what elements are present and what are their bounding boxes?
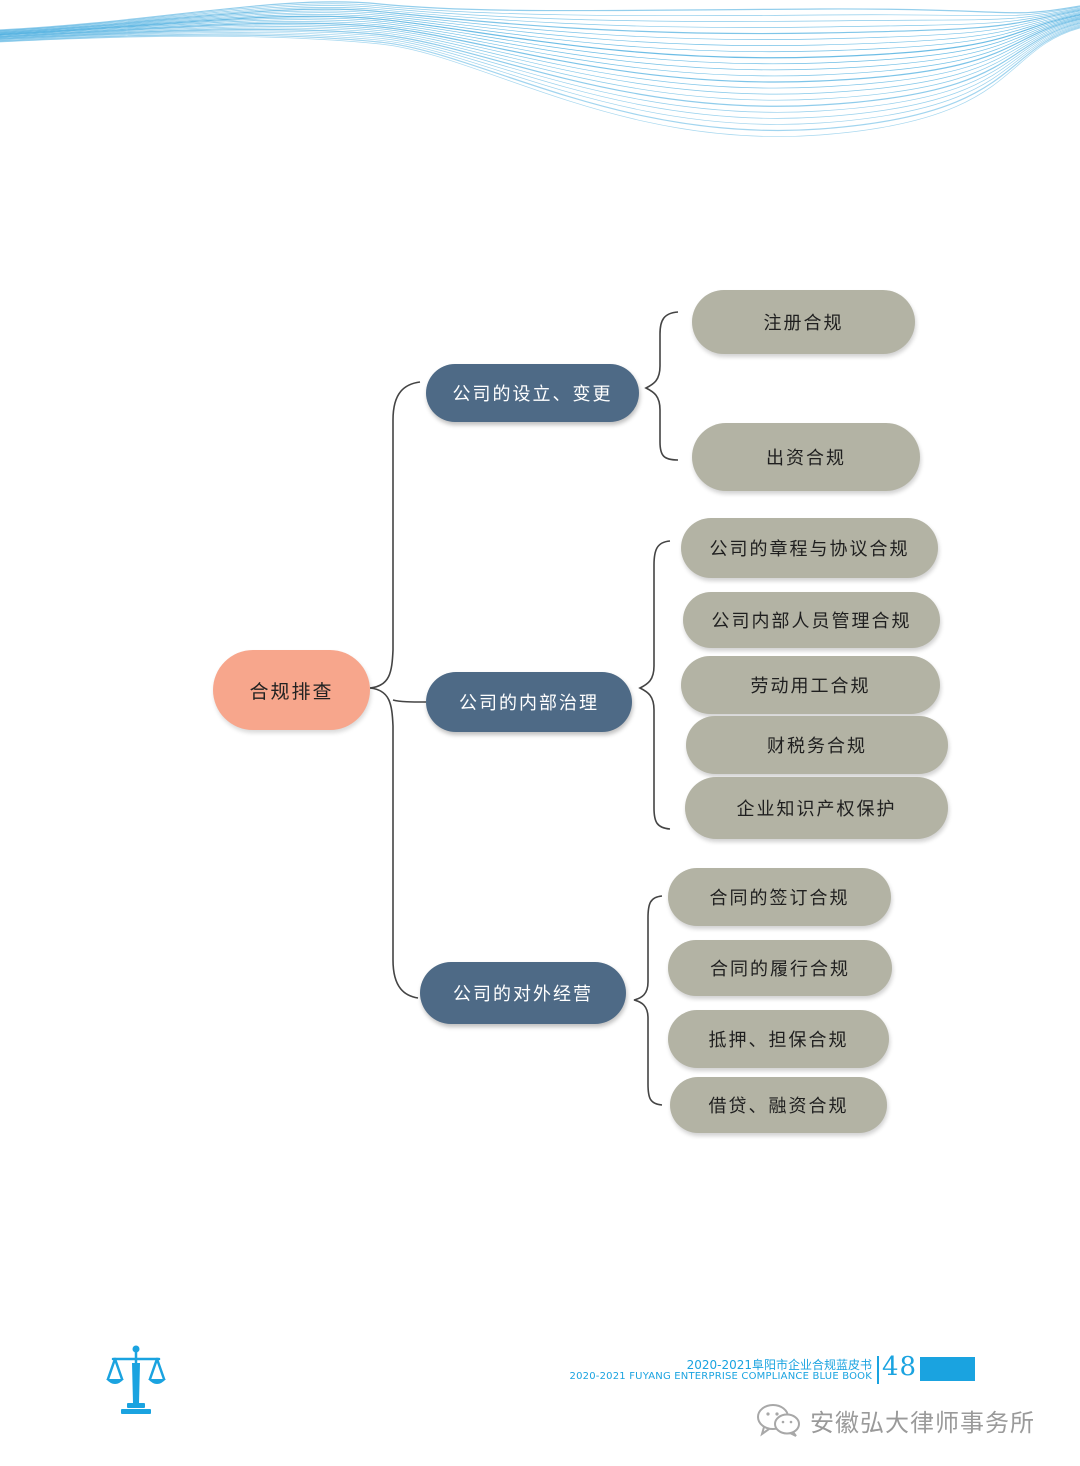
- root-brace: [369, 381, 421, 689]
- wechat-icon: [757, 1404, 800, 1437]
- leaf-node-capital-contribution: 出资合规: [692, 423, 920, 491]
- wave-line: [0, 20, 1080, 95]
- wave-line: [0, 21, 1080, 101]
- branch-node-label: 公司的内部治理: [459, 693, 599, 714]
- leaf-node-label: 企业知识产权保护: [736, 799, 897, 820]
- footer-divider: [877, 1356, 879, 1384]
- wave-line: [0, 27, 1080, 137]
- wave-line: [0, 8, 1080, 35]
- leaf-node-label: 抵押、担保合规: [708, 1030, 849, 1051]
- root-brace-middle: [392, 699, 427, 703]
- leaf-node-label: 出资合规: [766, 448, 846, 469]
- branch-3-brace: [633, 895, 663, 1106]
- leaf-node-label: 借贷、融资合规: [708, 1096, 849, 1117]
- footer-accent-bar: [920, 1357, 975, 1381]
- leaf-node-articles-agreements: 公司的章程与协议合规: [681, 518, 938, 578]
- wave-line: [0, 5, 1080, 32]
- wave-line: [0, 15, 1080, 65]
- wave-line: [0, 17, 1080, 77]
- wave-line: [0, 10, 1080, 40]
- wave-line: [0, 1, 1080, 31]
- wave-line: [0, 13, 1080, 59]
- leaf-node-label: 财税务合规: [767, 736, 867, 757]
- wave-line: [0, 3, 1080, 31]
- leaf-node-label: 劳动用工合规: [750, 676, 871, 697]
- watermark: 安徽弘大律师事务所: [756, 1400, 1035, 1440]
- branch-1-brace: [644, 311, 679, 461]
- wave-line: [0, 12, 1080, 53]
- leaf-node-personnel-management: 公司内部人员管理合规: [683, 592, 940, 648]
- wave-line: [0, 6, 1080, 33]
- leaf-node-label: 合同的履行合规: [710, 959, 850, 980]
- wave-line: [0, 26, 1080, 132]
- leaf-node-label: 注册合规: [763, 313, 844, 334]
- root-node: 合规排查: [213, 650, 370, 730]
- leaf-node-contract-signing: 合同的签订合规: [668, 868, 891, 926]
- branch-node-external-operation: 公司的对外经营: [420, 962, 626, 1024]
- leaf-node-label: 公司的章程与协议合规: [709, 539, 910, 560]
- leaf-node-label: 合同的签订合规: [709, 888, 850, 909]
- leaf-node-loan-financing: 借贷、融资合规: [670, 1077, 887, 1133]
- wave-line: [0, 23, 1080, 113]
- leaf-node-mortgage-guarantee: 抵押、担保合规: [668, 1010, 889, 1068]
- header-wave-decoration: [0, 1, 1080, 137]
- wave-line: [0, 11, 1080, 47]
- leaf-node-contract-performance: 合同的履行合规: [668, 940, 892, 996]
- branch-node-setup-change: 公司的设立、变更: [426, 364, 639, 422]
- root-node-label: 合规排查: [249, 680, 334, 703]
- footer-title-en: 2020-2021 FUYANG ENTERPRISE COMPLIANCE B…: [569, 1371, 872, 1382]
- leaf-node-intellectual-property: 企业知识产权保护: [685, 777, 948, 839]
- scales-of-justice-icon: [106, 1345, 166, 1414]
- footer-title-cn: 2020-2021阜阳市企业合规蓝皮书: [686, 1358, 872, 1372]
- leaf-node-finance-tax: 财税务合规: [686, 716, 948, 774]
- root-brace-lower: [369, 687, 419, 999]
- wave-line: [0, 25, 1080, 125]
- wave-line: [0, 18, 1080, 83]
- branch-node-label: 公司的设立、变更: [452, 384, 613, 405]
- leaf-node-label: 公司内部人员管理合规: [711, 611, 912, 632]
- branch-node-label: 公司的对外经营: [453, 984, 593, 1005]
- leaf-node-registration: 注册合规: [692, 290, 915, 354]
- wave-line: [0, 22, 1080, 107]
- branch-node-internal-governance: 公司的内部治理: [426, 672, 632, 732]
- wave-line: [0, 16, 1080, 71]
- leaf-node-labor-employment: 劳动用工合规: [681, 656, 940, 714]
- branch-2-brace: [638, 540, 671, 830]
- watermark-text: 安徽弘大律师事务所: [810, 1408, 1035, 1437]
- wave-line: [0, 19, 1080, 89]
- wave-line: [0, 24, 1080, 119]
- page-number: 48: [882, 1352, 918, 1382]
